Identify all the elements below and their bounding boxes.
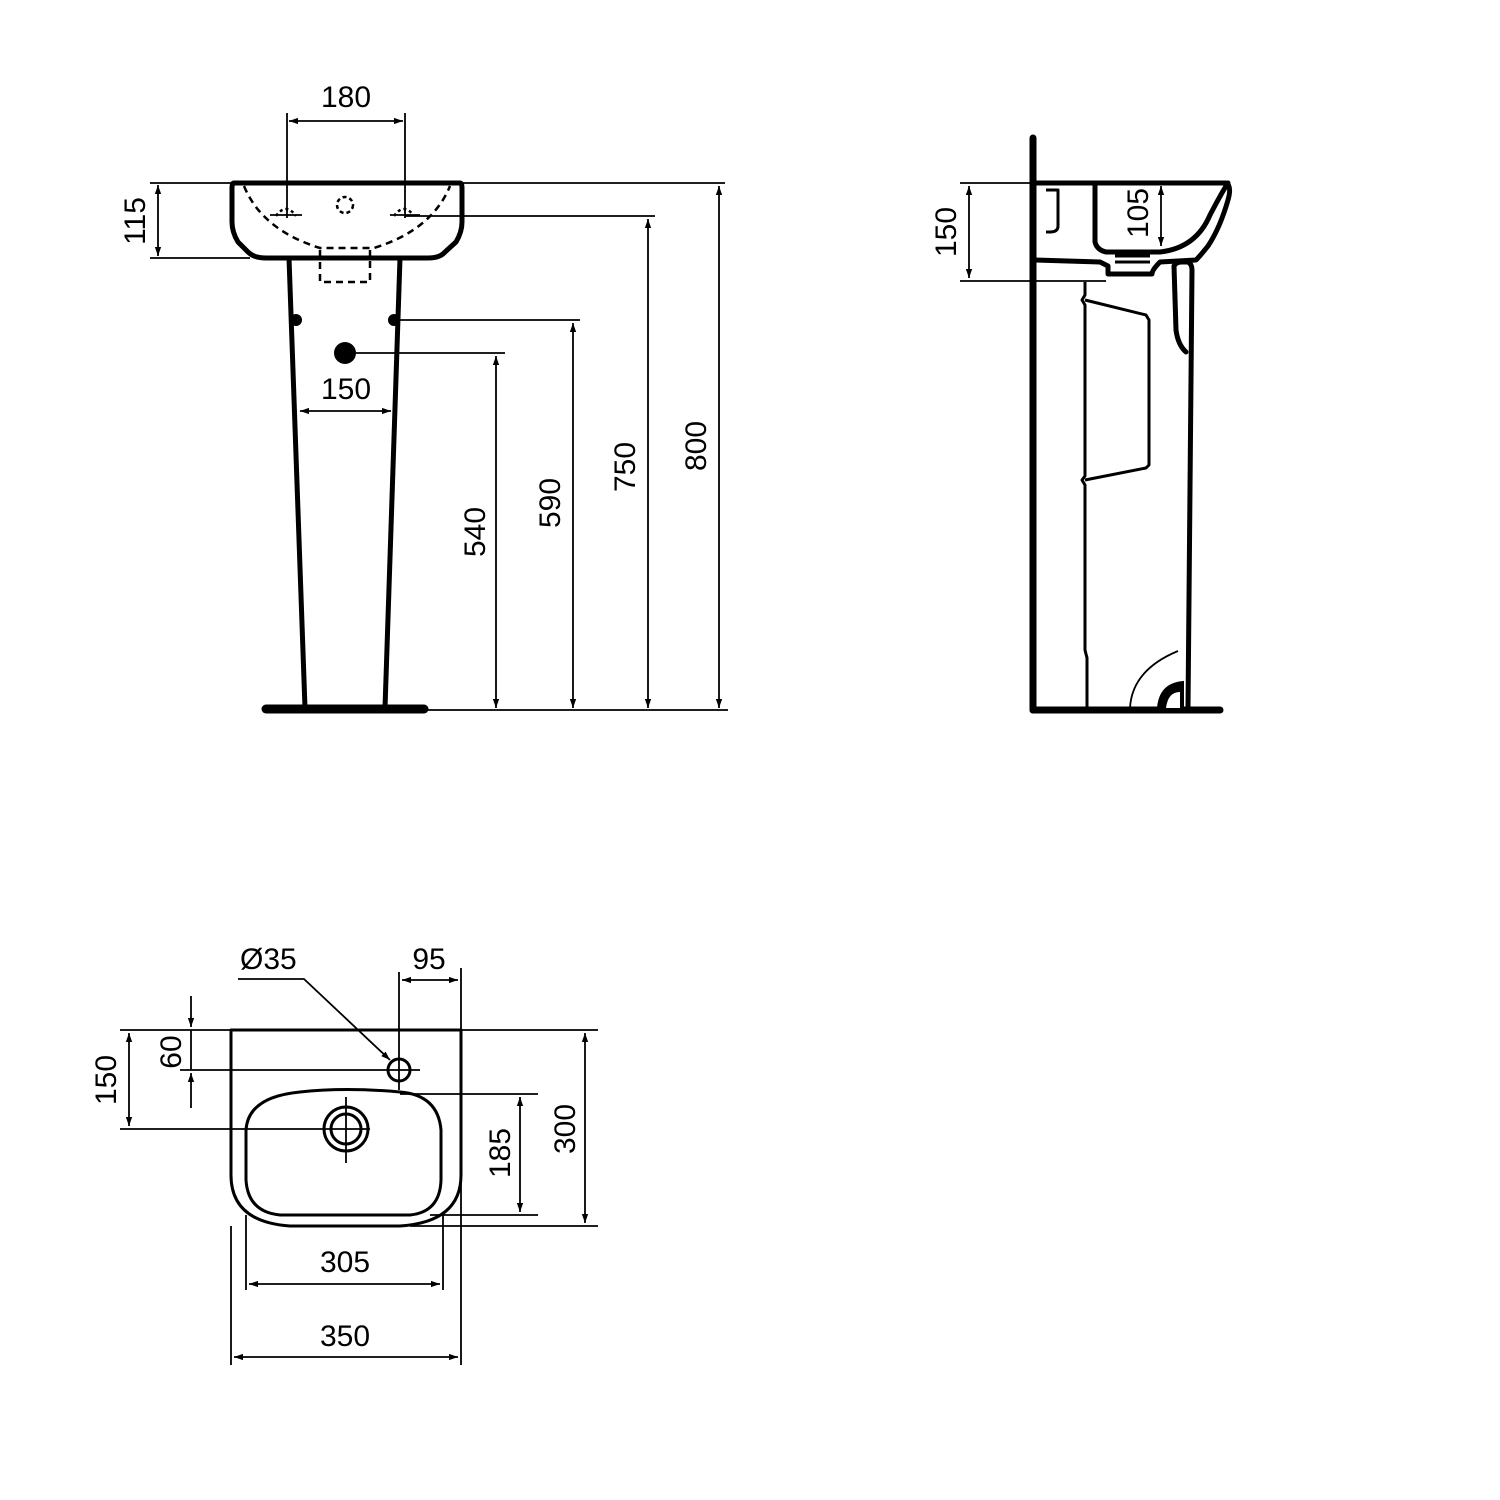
pedestal-left-edge xyxy=(286,255,308,711)
pedestal-right-edge xyxy=(382,255,403,711)
basin-side-outline xyxy=(1032,180,1233,277)
dim-overall-depth: 300 xyxy=(549,1104,582,1154)
waste-outlet-top xyxy=(322,1097,370,1163)
basin-top-outline xyxy=(229,1028,463,1228)
top-view: Ø35 95 60 150 185 300 305 350 xyxy=(90,943,598,1365)
dim-overall-height: 800 xyxy=(680,421,713,471)
dim-bowl-depth-inner: 185 xyxy=(484,1128,517,1178)
dim-bowl-depth: 105 xyxy=(1122,188,1155,238)
pedestal-front-edge xyxy=(1171,259,1195,711)
dim-basin-height: 115 xyxy=(119,197,152,245)
dim-side-basin-depth: 150 xyxy=(930,207,963,257)
fixing-point-left xyxy=(290,314,302,326)
bowl-top-outline xyxy=(244,1088,443,1217)
bowl-side xyxy=(1092,180,1231,255)
dim-rim-inner-height: 750 xyxy=(609,442,642,492)
waste-outlet xyxy=(334,342,356,364)
dim-tap-hole-diameter: Ø35 xyxy=(240,943,297,976)
dim-fixing-height: 590 xyxy=(534,478,567,528)
dim-pedestal-fixing-width: 150 xyxy=(321,373,371,406)
bowl-hidden-line xyxy=(242,185,452,250)
tap-hole-left xyxy=(270,207,302,217)
dim-tap-side-offset: 95 xyxy=(412,943,445,976)
dim-tap-back-offset: 60 xyxy=(155,1035,188,1068)
fixing-point-right xyxy=(388,314,400,326)
dim-overall-width: 350 xyxy=(320,1320,370,1353)
pedestal-inner xyxy=(1080,282,1089,708)
basin-outline xyxy=(229,180,465,261)
overflow-hole xyxy=(335,195,355,215)
dim-waste-height: 540 xyxy=(459,507,492,557)
dim-bowl-width-inner: 305 xyxy=(320,1246,370,1279)
dim-tap-spacing: 180 xyxy=(321,81,371,114)
front-view: 180 115 150 540 590 750 800 xyxy=(119,81,728,714)
trap-hidden-line xyxy=(318,250,372,284)
dim-waste-back-offset: 150 xyxy=(90,1055,123,1105)
side-view: 150 105 xyxy=(930,134,1233,714)
